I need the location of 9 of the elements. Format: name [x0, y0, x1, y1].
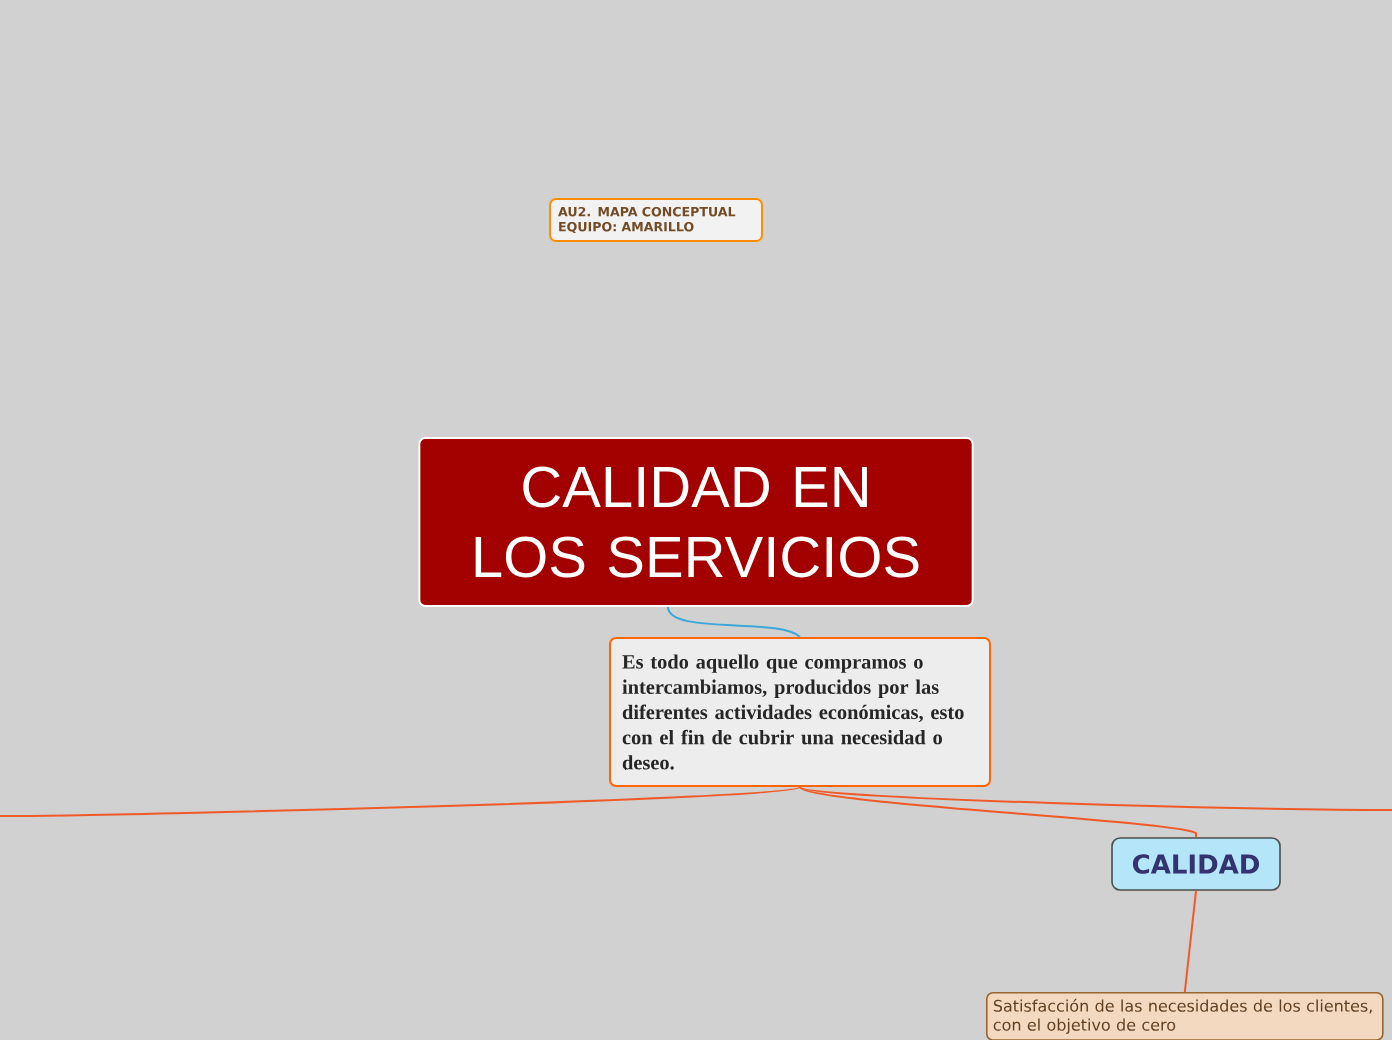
topic-box: CALIDAD	[1111, 837, 1281, 891]
connector-line	[799, 786, 1392, 811]
central-topic-box: CALIDAD EN LOS SERVICIOS	[418, 437, 974, 607]
connector-line	[0, 786, 801, 817]
description-box: Es todo aquello que compramos o intercambiamos, producidos por las diferentes actividades económicas, esto con el fin de cubrir una necesidad o deseo.	[609, 637, 991, 787]
subtopic-box: Satisfacción de las necesidades de los clientes, con el objetivo de cero	[986, 992, 1384, 1040]
connector-line	[1183, 889, 1197, 993]
connector-line	[799, 786, 1197, 839]
connector-line	[667, 606, 801, 638]
